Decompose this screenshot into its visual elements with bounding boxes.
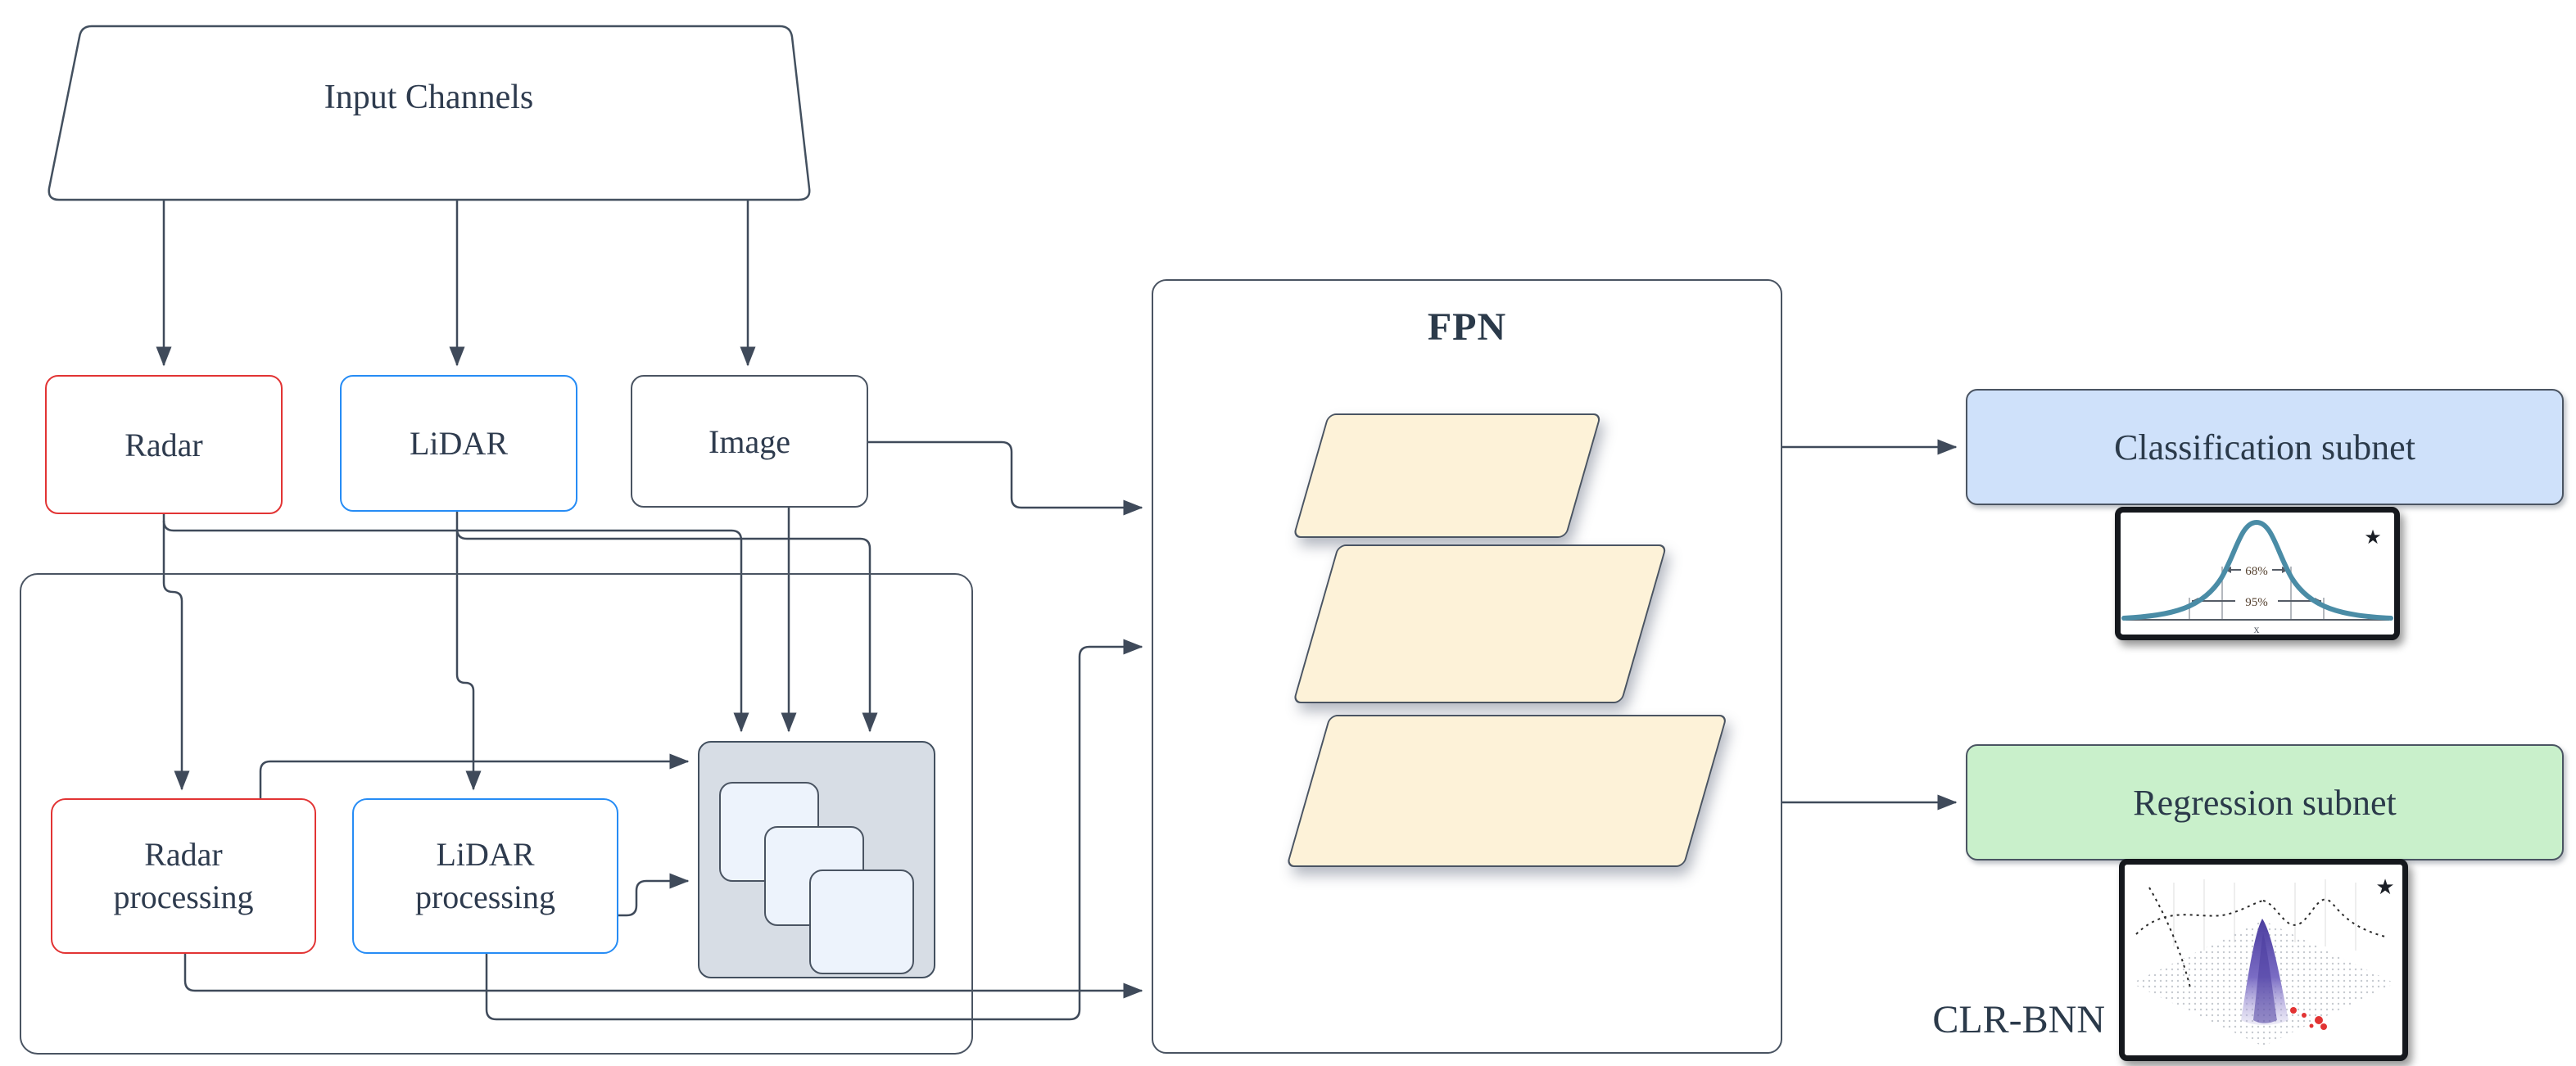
node-radar-processing-label: Radar processing <box>113 836 254 915</box>
node-radar-processing: Radar processing <box>51 798 316 954</box>
gauss-68-label: 68% <box>2245 565 2268 578</box>
star-icon: ★ <box>2364 527 2382 549</box>
node-radar: Radar <box>45 375 283 514</box>
gaussian-figure-panel: 68% 95% x ★ <box>2115 507 2400 640</box>
classification-subnet-label: Classification subnet <box>2114 427 2415 468</box>
node-lidar: LiDAR <box>340 375 577 512</box>
node-lidar-processing-label: LiDAR processing <box>414 836 556 915</box>
node-lidar-processing: LiDAR processing <box>352 798 618 954</box>
regression-subnet-label: Regression subnet <box>2133 782 2397 823</box>
gaussian-curve-figure: 68% 95% x ★ <box>2121 519 2393 635</box>
surface-plot-figure: ★ <box>2131 875 2395 1046</box>
input-channels-label: Input Channels <box>324 79 534 116</box>
classification-subnet-box: Classification subnet <box>1966 389 2564 505</box>
gauss-95-label: 95% <box>2245 596 2268 609</box>
fpn-pyramid-level-1 <box>1293 413 1602 538</box>
model-name-label: CLR-BNN <box>1932 998 2105 1041</box>
node-image-label: Image <box>709 422 790 460</box>
fpn-pyramid-level-2 <box>1293 544 1668 703</box>
regression-subnet-box: Regression subnet <box>1966 744 2564 860</box>
surface-figure-panel: ★ <box>2119 859 2408 1061</box>
node-image: Image <box>631 375 868 508</box>
feature-map-tile <box>809 870 914 974</box>
star-icon: ★ <box>2375 875 2394 899</box>
gauss-x-axis-label: x <box>2254 624 2260 635</box>
processing-container <box>20 573 973 1055</box>
feature-stack-box <box>698 741 935 978</box>
fpn-label: FPN <box>1427 305 1507 349</box>
input-channels-shape <box>48 25 811 201</box>
node-radar-label: Radar <box>124 426 203 463</box>
fpn-pyramid-level-3 <box>1286 715 1728 867</box>
node-lidar-label: LiDAR <box>410 425 508 462</box>
connector-image-to-fpn <box>868 440 1143 516</box>
